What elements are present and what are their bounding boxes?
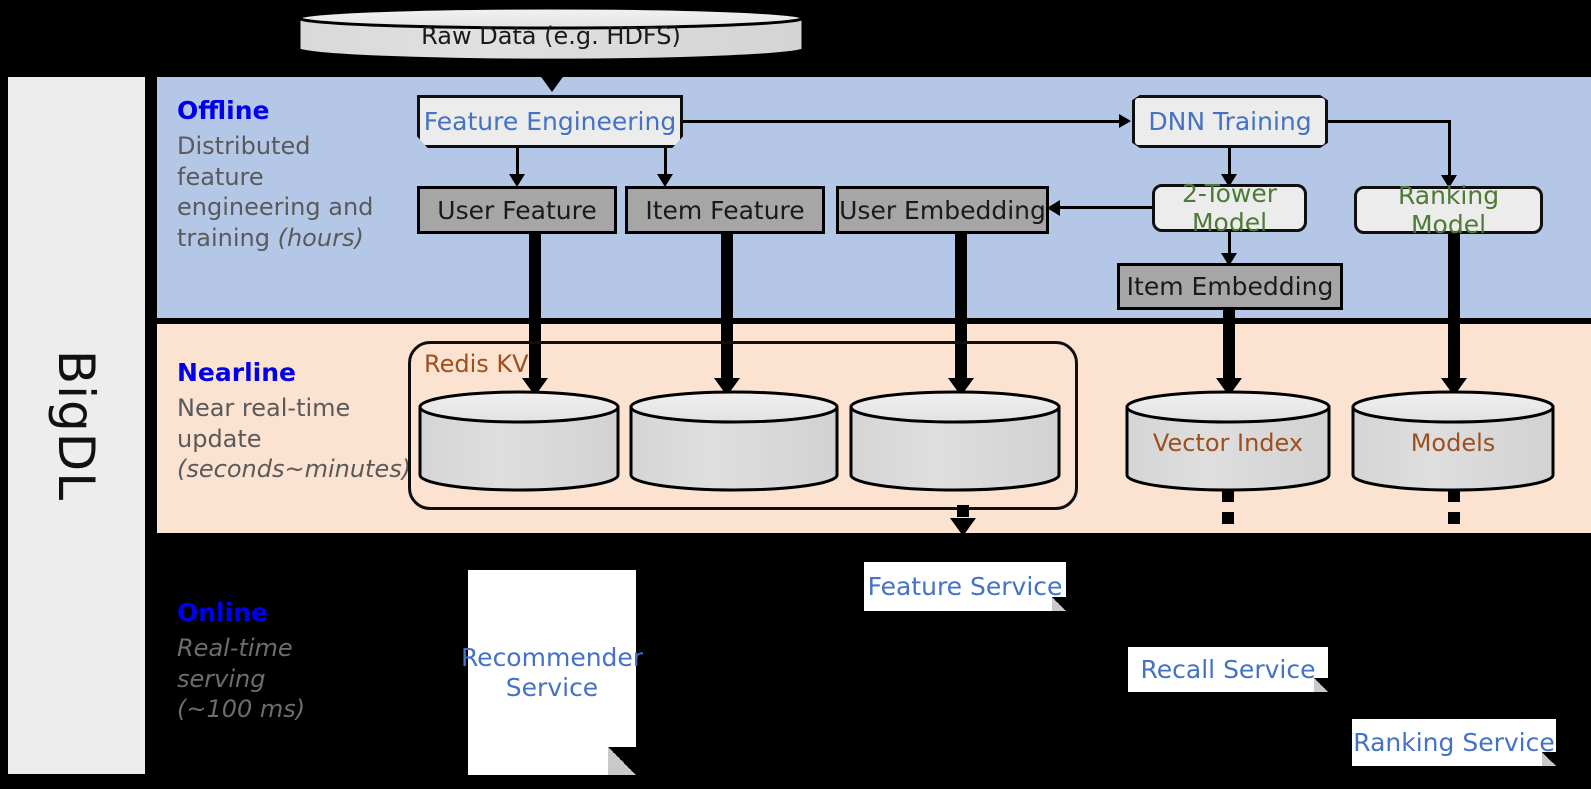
feature-service-label: Feature Service — [867, 571, 1063, 601]
offline-desc-line4: training — [177, 224, 278, 253]
offline-desc-line2: feature — [177, 162, 264, 191]
redis-kv-container — [408, 341, 1078, 510]
feature-service-doc[interactable]: Feature Service — [864, 562, 1066, 611]
user-embedding-label: User Embedding — [839, 195, 1046, 225]
arrowhead-fe-userfeature — [509, 174, 525, 187]
vector-index-cylinder[interactable]: Vector Index — [1124, 389, 1332, 493]
nearline-title: Nearline — [177, 358, 296, 387]
offline-desc: Distributed feature engineering and trai… — [177, 131, 387, 254]
connector-dnn-rankingmodel-h — [1328, 120, 1451, 123]
user-feature-node[interactable]: User Feature — [417, 186, 617, 234]
dash-models-rankingservice-1 — [1448, 490, 1460, 502]
arrowhead-dnn-rankingmodel — [1441, 175, 1457, 188]
recall-service-label: Recall Service — [1140, 654, 1316, 684]
online-desc-line1: Real-time — [177, 634, 293, 662]
nearline-desc-line2: update — [177, 424, 262, 453]
pipe-itemembedding-vectorindex — [1223, 310, 1235, 382]
online-desc: Real-time serving (~100 ms) — [177, 633, 417, 725]
redis-store-1[interactable] — [417, 389, 621, 493]
redis-store-2[interactable] — [628, 389, 840, 493]
dnn-training-node[interactable]: DNN Training — [1132, 95, 1328, 148]
recommender-service-line1: Recommender — [460, 642, 644, 672]
item-embedding-node[interactable]: Item Embedding — [1117, 263, 1343, 310]
redis-store-3[interactable] — [848, 389, 1062, 493]
dash-redis-featureservice-1 — [957, 505, 969, 517]
offline-desc-line3: engineering and — [177, 193, 374, 222]
arrowhead-dnn-twotower — [1221, 174, 1237, 187]
nearline-desc-italic: (seconds~minutes) — [177, 455, 412, 484]
raw-data-cylinder: Raw Data (e.g. HDFS) — [296, 5, 806, 63]
nearline-desc-line1: Near real-time — [177, 394, 351, 422]
two-tower-model-label: 2-Tower Model — [1181, 179, 1278, 237]
item-feature-node[interactable]: Item Feature — [625, 186, 825, 234]
offline-desc-line1: Distributed — [177, 132, 311, 160]
bigdl-sidebar: BigDL — [8, 77, 145, 774]
online-desc-italic: (~100 ms) — [177, 695, 306, 724]
dnn-training-label: DNN Training — [1148, 107, 1312, 136]
nearline-desc: Near real-time update (seconds~minutes) — [177, 393, 417, 485]
page-fold-icon — [1314, 678, 1328, 692]
user-embedding-node[interactable]: User Embedding — [836, 186, 1049, 234]
recommender-service-doc[interactable]: Recommender Service — [461, 570, 643, 775]
connector-twotower-itemembedding — [1228, 232, 1231, 261]
feature-engineering-label: Feature Engineering — [423, 107, 677, 136]
page-fold-icon — [1542, 752, 1556, 766]
recall-service-doc[interactable]: Recall Service — [1128, 647, 1328, 692]
feature-engineering-node[interactable]: Feature Engineering — [417, 95, 683, 148]
redis-kv-label: Redis KV — [424, 350, 529, 378]
recommender-service-line2: Service — [505, 672, 599, 702]
ranking-service-label: Ranking Service — [1353, 727, 1555, 757]
arrowhead-fe-itemfeature — [657, 174, 673, 187]
page-fold-icon — [608, 747, 636, 775]
arrowhead-redis-featureservice — [950, 518, 976, 536]
connector-fe-dnn — [683, 120, 1120, 123]
pipe-userfeature-store — [529, 234, 541, 382]
ranking-model-label: Ranking Model — [1397, 181, 1500, 239]
arrowhead-twotower-userembedding — [1047, 200, 1060, 216]
ranking-service-doc[interactable]: Ranking Service — [1352, 719, 1556, 766]
connector-twotower-userembedding — [1060, 206, 1152, 209]
connector-dnn-rankingmodel-v — [1448, 120, 1451, 180]
dash-models-rankingservice-2 — [1448, 512, 1460, 524]
online-desc-line2: serving — [177, 664, 266, 693]
arrowhead-fe-dnn — [1119, 114, 1131, 128]
ranking-model-node[interactable]: Ranking Model — [1354, 181, 1543, 239]
dash-vectorindex-recallservice-1 — [1222, 490, 1234, 502]
offline-desc-italic: (hours) — [277, 224, 364, 253]
item-embedding-label: Item Embedding — [1126, 272, 1334, 301]
arrowhead-rawdata-fe — [539, 74, 565, 92]
page-fold-icon — [1052, 597, 1066, 611]
nearline-section-label: Nearline Near real-time update (seconds~… — [177, 358, 417, 485]
pipe-itemfeature-store — [721, 234, 733, 382]
online-section-label: Online Real-time serving (~100 ms) — [177, 598, 417, 725]
two-tower-model-node[interactable]: 2-Tower Model — [1152, 179, 1307, 237]
models-cylinder[interactable]: Models — [1350, 389, 1556, 493]
offline-title: Offline — [177, 96, 270, 125]
connector-fe-itemfeature — [664, 148, 667, 180]
user-feature-label: User Feature — [437, 195, 597, 225]
offline-section-label: Offline Distributed feature engineering … — [177, 96, 387, 254]
online-title: Online — [177, 598, 268, 627]
bigdl-label: BigDL — [47, 349, 106, 502]
connector-fe-userfeature — [516, 148, 519, 180]
pipe-userembedding-store — [955, 234, 967, 382]
dash-vectorindex-recallservice-2 — [1222, 512, 1234, 524]
pipe-rankingmodel-models — [1448, 234, 1460, 382]
connector-rawdata-fe — [550, 62, 555, 76]
connector-dnn-twotower — [1228, 148, 1231, 180]
recommender-service-text: Recommender Service — [461, 643, 643, 703]
arrowhead-twotower-itemembedding — [1221, 253, 1237, 266]
item-feature-label: Item Feature — [645, 195, 805, 225]
